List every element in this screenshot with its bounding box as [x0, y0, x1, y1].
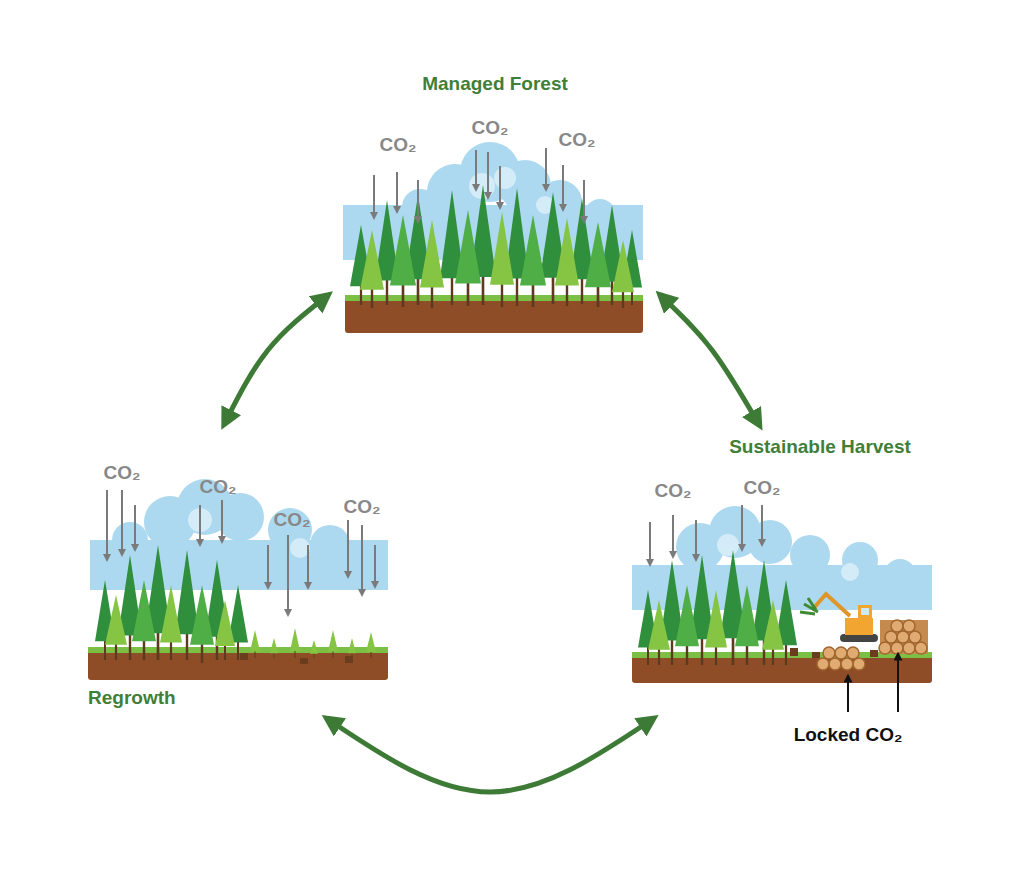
tree [490, 212, 514, 307]
tree [420, 220, 444, 308]
tree [160, 585, 182, 660]
ground [632, 655, 932, 683]
tree [648, 600, 670, 665]
sapling [290, 628, 300, 658]
tree [520, 215, 546, 307]
tree [105, 595, 127, 660]
tree [145, 545, 171, 660]
co2-arrow [374, 148, 584, 220]
co2-label: CO₂ [537, 128, 617, 152]
cloud [402, 142, 616, 231]
locked-arrow [848, 656, 898, 712]
scene-node: Managed Forest [340, 70, 650, 340]
tree [455, 210, 481, 306]
co2-label: CO₂ [633, 479, 713, 503]
tree [228, 585, 248, 660]
co2-label: CO₂ [722, 476, 802, 500]
sapling [270, 638, 278, 658]
tree [735, 585, 759, 665]
scene-node: Sustainable Harvest [630, 435, 935, 690]
regrowth-scene [88, 479, 388, 680]
tree [360, 230, 384, 308]
tree [775, 580, 797, 665]
tree [720, 550, 746, 665]
cycle-arrow [225, 297, 326, 422]
co2-label: CO₂ [82, 461, 162, 485]
harvest-scene [632, 505, 932, 712]
tree [390, 215, 416, 307]
sapling [310, 640, 318, 658]
tree [705, 590, 727, 665]
sapling [328, 630, 338, 658]
locked-label: Locked CO₂ [763, 723, 933, 747]
tree [440, 190, 464, 305]
cloud [676, 506, 916, 591]
co2-arrow [650, 505, 762, 563]
tree [690, 555, 714, 665]
co2-label: CO₂ [252, 508, 332, 532]
stage-heading: Regrowth [88, 686, 288, 710]
co2-label: CO₂ [178, 475, 258, 499]
co2-label: CO₂ [358, 133, 438, 157]
co2-label: CO₂ [322, 495, 402, 519]
tree [215, 600, 235, 660]
cloud-highlight [717, 534, 859, 581]
log-stack [817, 620, 928, 670]
cycle-arrow [329, 720, 651, 792]
excavator [800, 594, 878, 642]
sapling [348, 638, 356, 658]
tree [570, 198, 594, 304]
stage-heading: Managed Forest [340, 72, 650, 96]
tree [585, 222, 611, 307]
cycle-arrow [662, 297, 758, 423]
tree [132, 580, 156, 660]
tree [762, 600, 784, 665]
co2-label: CO₂ [450, 116, 530, 140]
stage-heading: Sustainable Harvest [720, 435, 920, 459]
tree [675, 585, 699, 665]
co2-arrow [107, 490, 375, 613]
stump [790, 648, 878, 658]
stump [240, 653, 353, 664]
sapling [366, 632, 376, 658]
tree [190, 585, 214, 663]
tree [505, 188, 529, 306]
managed-forest-scene [343, 142, 643, 333]
tree [555, 218, 579, 306]
sapling [250, 630, 260, 658]
tree [612, 240, 634, 308]
